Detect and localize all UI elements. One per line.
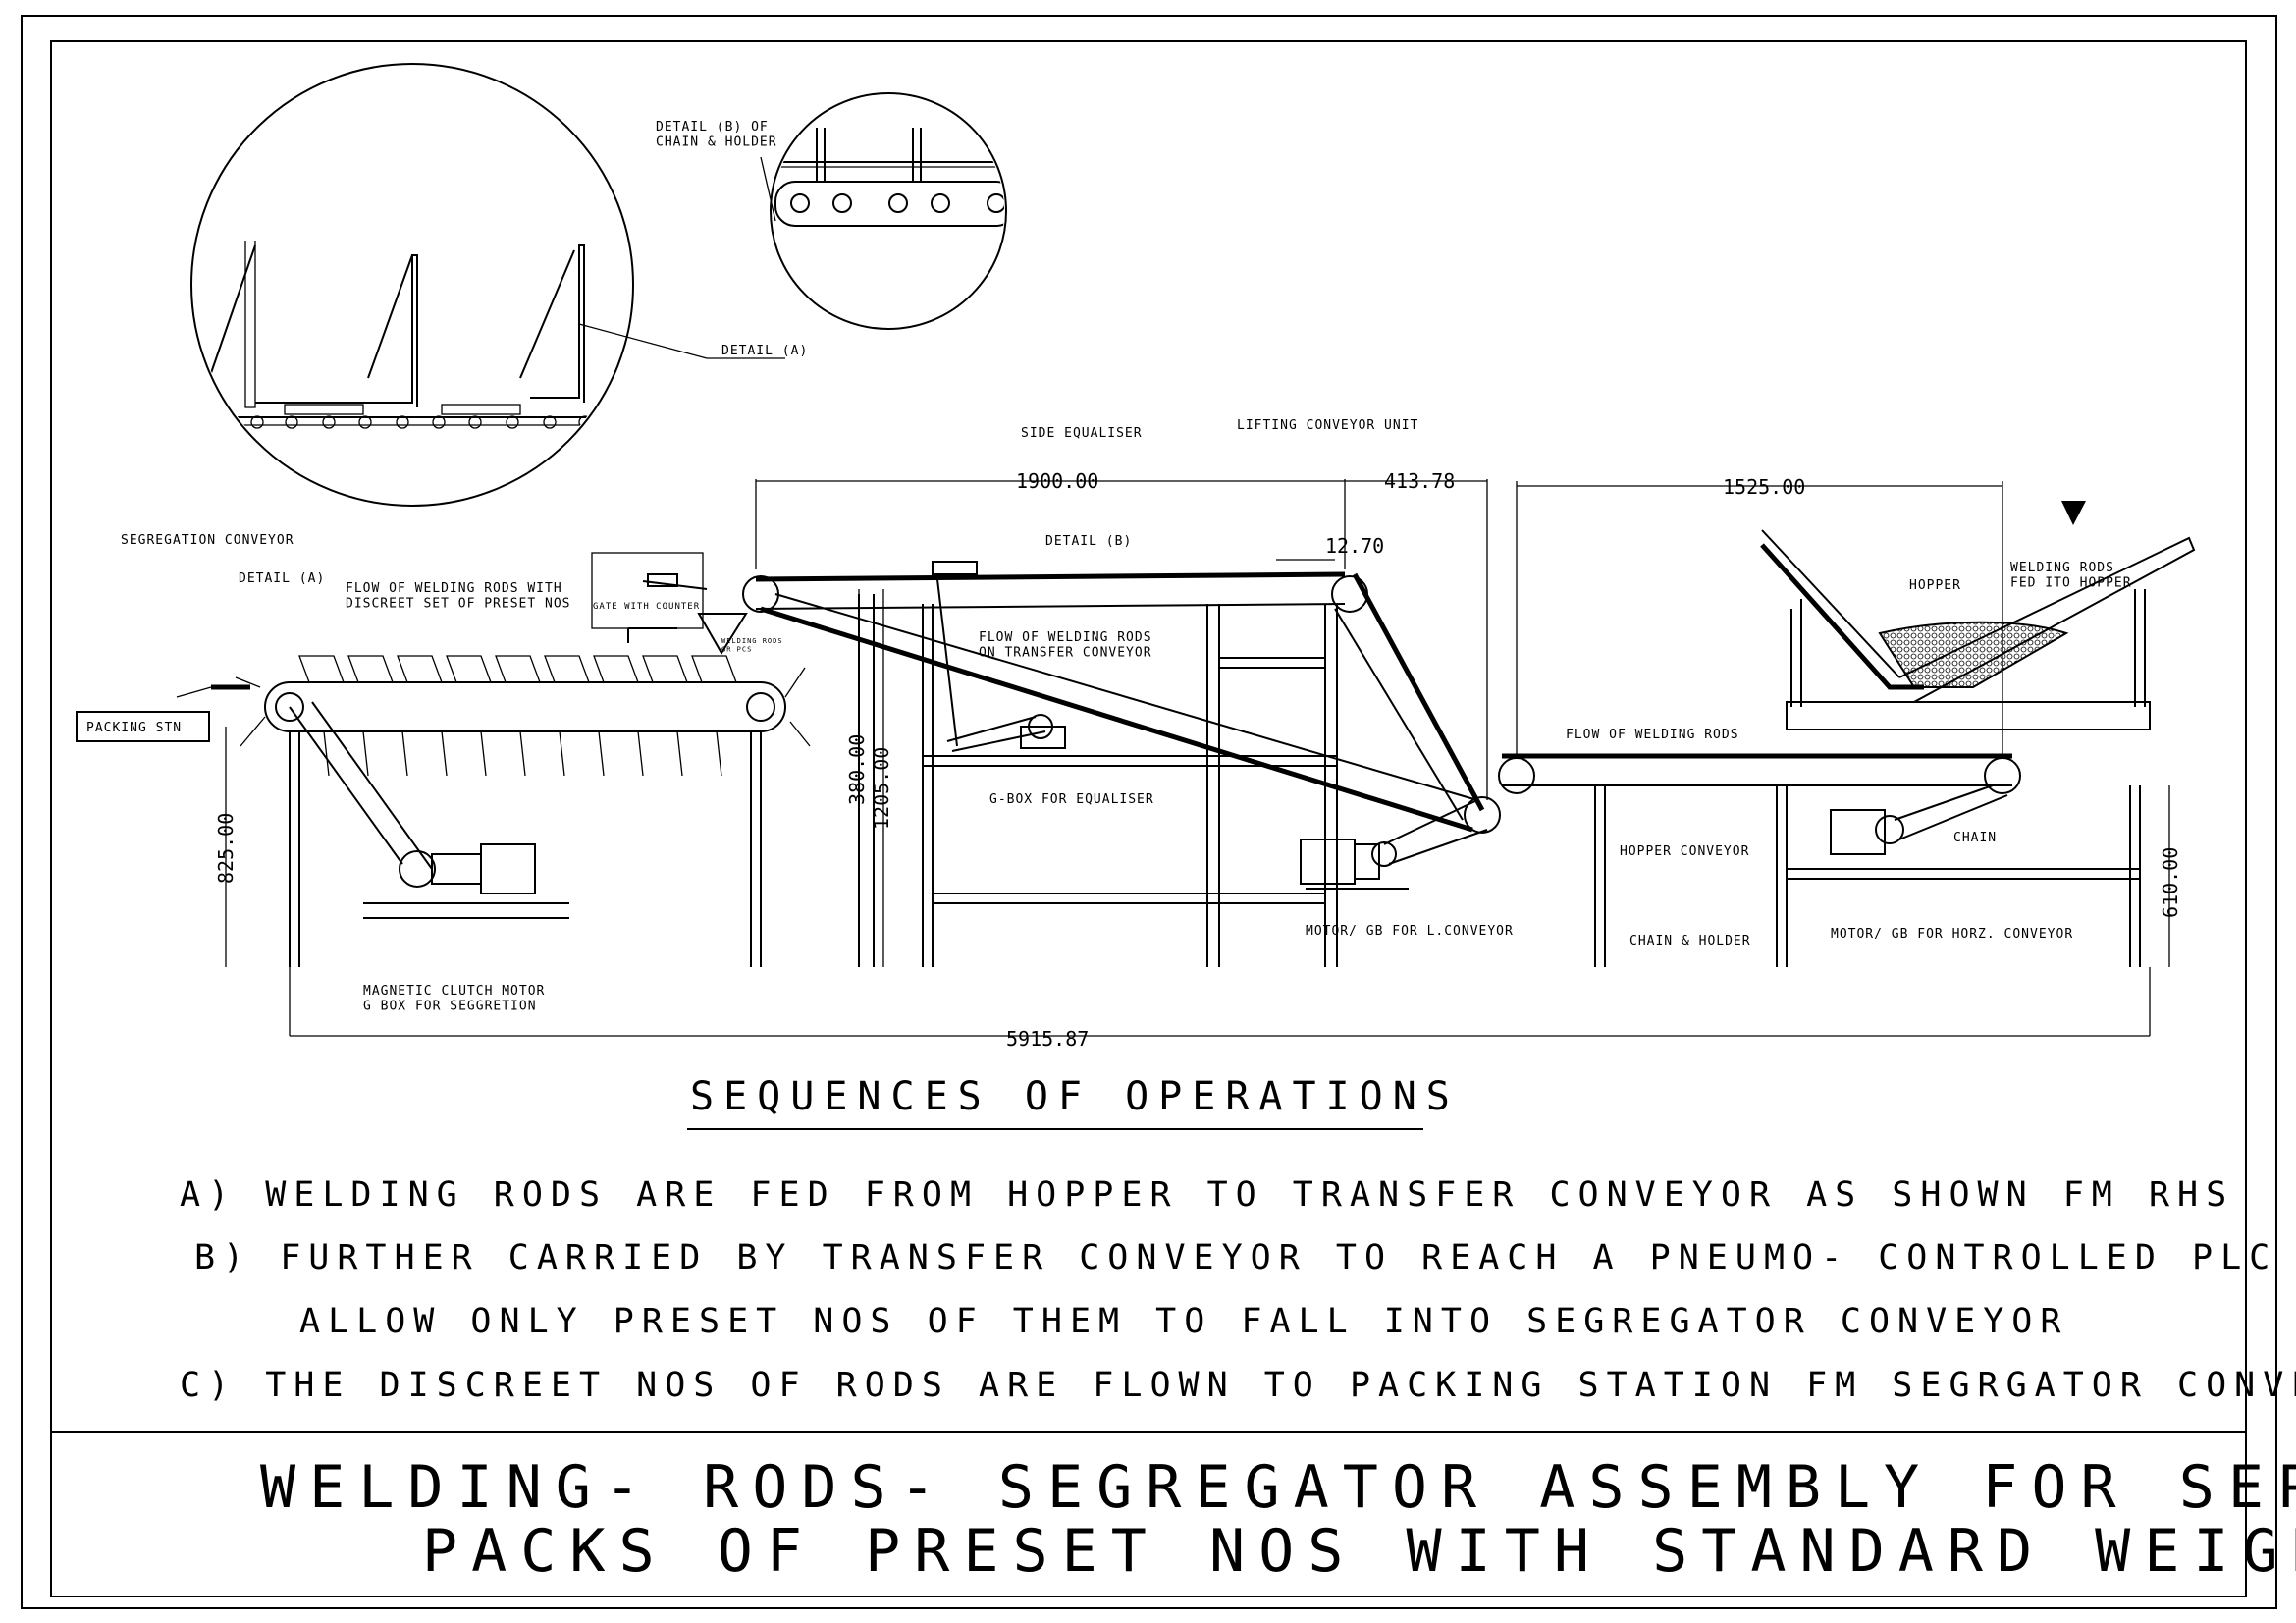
dim-1900: 1900.00 [1016,469,1098,493]
label-gbox-equaliser: G-BOX FOR EQUALISER [989,792,1154,807]
label-gate-counter: GATE WITH COUNTER [593,602,700,612]
label-detail-b-small: DETAIL (B) [1045,534,1132,549]
label-chain: CHAIN [1953,831,1997,845]
label-segregation-conveyor: SEGREGATION CONVEYOR [121,533,294,548]
dim-1525: 1525.00 [1723,475,1805,499]
label-detail-a: DETAIL (A) [721,344,808,358]
detail-a-circle [190,63,634,507]
dim-825: 825.00 [214,813,238,884]
inner-border [50,40,2247,1597]
dim-610: 610.00 [2159,847,2182,918]
label-hopper-conveyor: HOPPER CONVEYOR [1620,844,1749,859]
counter-gate [591,552,748,655]
label-chain-holder: CHAIN & HOLDER [1629,934,1751,948]
outer-border [21,15,2277,1609]
dim-5915: 5915.87 [1006,1027,1089,1051]
sequence-b1: B) FURTHER CARRIED BY TRANSFER CONVEYOR … [194,1238,2296,1277]
dim-413: 413.78 [1384,469,1455,493]
sequence-a: A) WELDING RODS ARE FED FROM HOPPER TO T… [180,1175,2234,1215]
rods-pile [1878,621,2069,688]
label-lifting-conveyor: LIFTING CONVEYOR UNIT [1237,418,1418,433]
label-packing-stn: PACKING STN [86,721,182,735]
title-line-2: PACKS OF PRESET NOS WITH STANDARD WEIGHT… [422,1517,2296,1586]
sequence-c: C) THE DISCREET NOS OF RODS ARE FLOWN TO… [180,1366,2296,1405]
leader-detail-b [760,156,776,222]
sequence-heading: SEQUENCES OF OPERATIONS [690,1074,1460,1119]
label-flow-rods: FLOW OF WELDING RODS [1566,728,1739,742]
title-line-1: WELDING- RODS- SEGREGATOR ASSEMBLY FOR S… [260,1453,2296,1522]
label-side-equaliser: SIDE EQUALISER [1021,426,1143,441]
dimension-lines [225,479,2170,1037]
label-motor-horz: MOTOR/ GB FOR HORZ. CONVEYOR [1831,927,2073,942]
leader-detail-a [578,323,708,359]
hopper-conveyor-unit [1498,501,2196,967]
dim-12: 12.70 [1325,534,1384,558]
label-hopper: HOPPER [1909,578,1961,593]
dim-380: 380.00 [845,734,869,805]
view-marker-icon [2061,501,2086,525]
lifting-conveyor [742,561,1501,967]
detail-b-circle [770,92,1007,330]
dim-1205: 1205.00 [870,747,893,830]
segregation-conveyor [235,655,811,967]
packing-station-box [76,711,210,742]
sequence-b2: ALLOW ONLY PRESET NOS OF THEM TO FALL IN… [299,1302,2068,1341]
label-detail-a-small: DETAIL (A) [239,571,325,586]
label-motor-l-conveyor: MOTOR/ GB FOR L.CONVEYOR [1306,924,1514,939]
